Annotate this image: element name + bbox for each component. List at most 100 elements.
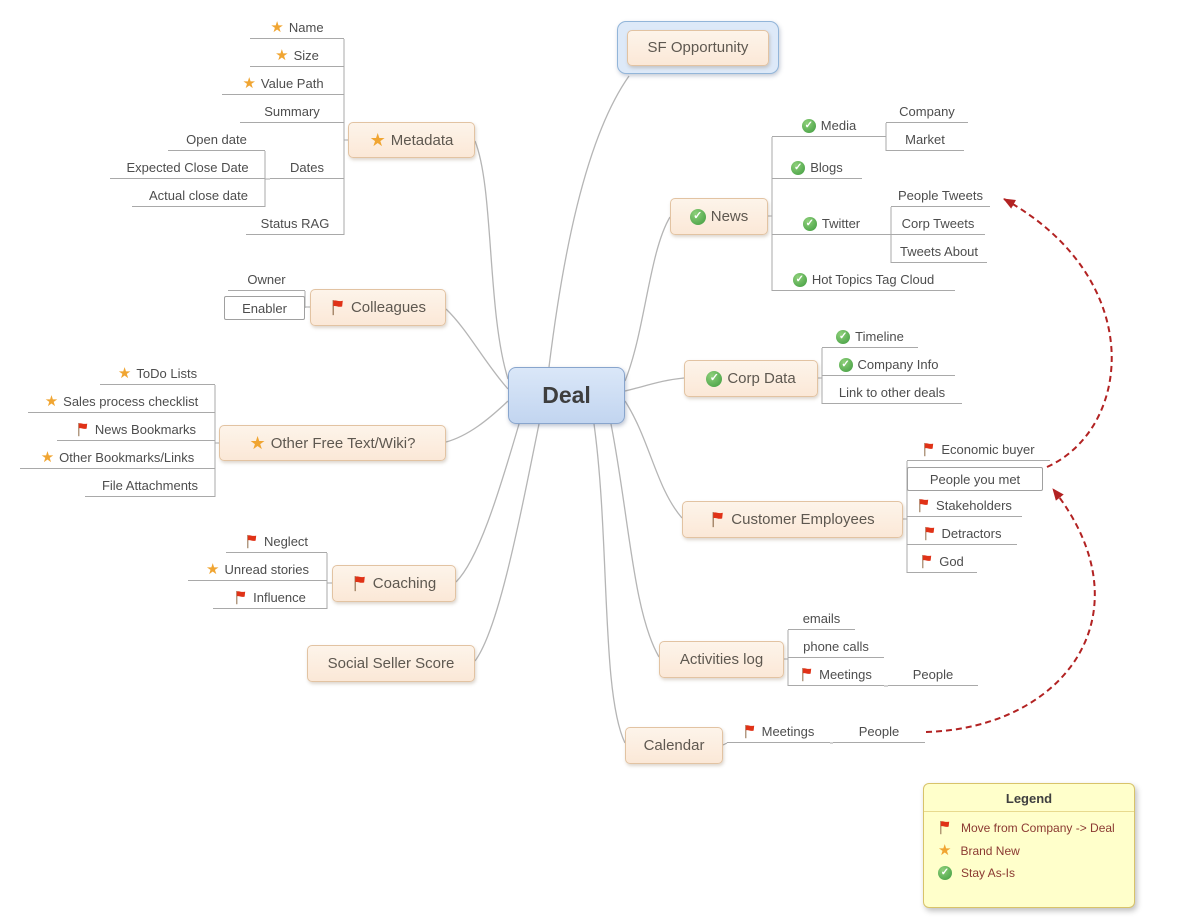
node-enabler[interactable]: Enabler xyxy=(224,296,305,320)
flag-icon xyxy=(234,590,248,605)
node-summary[interactable]: Summary xyxy=(240,101,344,123)
node-meetings-calendar[interactable]: Meetings xyxy=(727,721,830,743)
check-icon: ✓ xyxy=(802,216,817,231)
node-calendar[interactable]: Calendar xyxy=(625,727,723,764)
node-label: Other Bookmarks/Links xyxy=(59,450,195,465)
node-unread-stories[interactable]: ★ Unread stories xyxy=(188,559,327,581)
flag-icon xyxy=(330,299,346,316)
node-blogs[interactable]: ✓ Blogs xyxy=(772,157,862,179)
node-tweets-about[interactable]: Tweets About xyxy=(891,241,987,263)
legend-item: ★ Brand New xyxy=(924,835,1134,858)
node-other-free-text[interactable]: ★ Other Free Text/Wiki? xyxy=(219,425,446,461)
node-label: Corp Data xyxy=(727,370,796,387)
node-label: Colleagues xyxy=(350,299,427,316)
flag-icon xyxy=(923,526,937,541)
node-neglect[interactable]: Neglect xyxy=(226,531,327,553)
node-actual-close-date[interactable]: Actual close date xyxy=(132,185,265,207)
node-detractors[interactable]: Detractors xyxy=(907,523,1017,545)
flag-icon xyxy=(743,724,757,739)
node-stakeholders[interactable]: Stakeholders xyxy=(907,495,1022,517)
node-label: Tweets About xyxy=(899,244,979,259)
node-other-bookmarks-links[interactable]: ★ Other Bookmarks/Links xyxy=(20,447,215,469)
node-corp-tweets[interactable]: Corp Tweets xyxy=(891,213,985,235)
node-open-date[interactable]: Open date xyxy=(168,129,265,151)
node-market[interactable]: Market xyxy=(886,129,964,151)
node-expected-close-date[interactable]: Expected Close Date xyxy=(110,157,265,179)
node-label: Dates xyxy=(290,160,324,175)
node-company-info[interactable]: ✓ Company Info xyxy=(822,354,955,376)
node-label: Sales process checklist xyxy=(63,394,199,409)
node-label: News xyxy=(710,208,749,225)
star-icon: ★ xyxy=(117,365,132,382)
node-deal[interactable]: Deal xyxy=(508,367,625,424)
node-label: Company Info xyxy=(857,357,939,372)
node-link-to-other-deals[interactable]: Link to other deals xyxy=(822,382,962,404)
node-timeline[interactable]: ✓ Timeline xyxy=(822,326,918,348)
node-label: Meetings xyxy=(761,724,815,739)
node-corp-data[interactable]: ✓ Corp Data xyxy=(684,360,818,397)
node-twitter[interactable]: ✓ Twitter xyxy=(772,213,891,235)
node-label: Economic buyer xyxy=(941,442,1035,457)
node-owner[interactable]: Owner xyxy=(228,269,305,291)
node-meetings-activities[interactable]: Meetings xyxy=(788,664,884,686)
node-phone-calls[interactable]: phone calls xyxy=(788,636,884,658)
node-todo-lists[interactable]: ★ ToDo Lists xyxy=(100,363,215,385)
node-size[interactable]: ★ Size xyxy=(250,45,344,67)
node-label: Metadata xyxy=(390,131,454,149)
node-colleagues[interactable]: Colleagues xyxy=(310,289,446,326)
node-label: Unread stories xyxy=(224,562,309,577)
node-economic-buyer[interactable]: Economic buyer xyxy=(907,439,1050,461)
node-label: People xyxy=(858,724,900,739)
node-news-bookmarks[interactable]: News Bookmarks xyxy=(57,419,215,441)
node-label: Summary xyxy=(264,104,320,119)
star-icon: ★ xyxy=(44,393,59,410)
node-dates[interactable]: Dates xyxy=(270,157,344,179)
node-emails[interactable]: emails xyxy=(788,608,855,630)
node-label: Size xyxy=(293,48,319,63)
legend: Legend Move from Company -> Deal ★ Brand… xyxy=(923,783,1135,908)
node-metadata[interactable]: ★ Metadata xyxy=(348,122,475,158)
node-social-seller-score[interactable]: Social Seller Score xyxy=(307,645,475,682)
node-label: Actual close date xyxy=(148,188,248,203)
node-label: People you met xyxy=(929,471,1021,487)
node-hot-topics-tag-cloud[interactable]: ✓ Hot Topics Tag Cloud xyxy=(772,269,955,291)
node-influence[interactable]: Influence xyxy=(213,587,327,609)
node-status-rag[interactable]: Status RAG xyxy=(246,213,344,235)
node-label: Blogs xyxy=(810,160,843,175)
node-customer-employees[interactable]: Customer Employees xyxy=(682,501,903,538)
flag-icon xyxy=(76,422,90,437)
check-icon: ✓ xyxy=(836,329,851,344)
flag-icon xyxy=(920,554,934,569)
node-sales-process-checklist[interactable]: ★ Sales process checklist xyxy=(28,391,215,413)
node-god[interactable]: God xyxy=(907,551,977,573)
node-file-attachments[interactable]: File Attachments xyxy=(85,475,215,497)
check-icon: ✓ xyxy=(938,866,952,880)
node-label: Corp Tweets xyxy=(901,216,975,231)
node-sf-opportunity[interactable]: SF Opportunity xyxy=(617,21,779,74)
node-name[interactable]: ★ Name xyxy=(250,17,344,39)
node-people-you-met[interactable]: People you met xyxy=(907,467,1043,491)
node-value-path[interactable]: ★ Value Path xyxy=(222,73,344,95)
node-label: News Bookmarks xyxy=(94,422,197,437)
node-label: Stakeholders xyxy=(936,498,1012,513)
check-icon: ✓ xyxy=(838,357,853,372)
node-people-tweets[interactable]: People Tweets xyxy=(891,185,990,207)
node-label: Owner xyxy=(247,272,286,287)
node-news[interactable]: ✓ News xyxy=(670,198,768,235)
node-label: Enabler xyxy=(242,300,287,316)
node-label: People xyxy=(912,667,954,682)
star-icon: ★ xyxy=(270,19,284,36)
star-icon: ★ xyxy=(242,75,256,92)
node-coaching[interactable]: Coaching xyxy=(332,565,456,602)
node-media[interactable]: ✓ Media xyxy=(772,115,886,137)
sf-opportunity-inner-box[interactable]: SF Opportunity xyxy=(627,29,769,66)
node-label: Open date xyxy=(186,132,247,147)
node-activities-log[interactable]: Activities log xyxy=(659,641,784,678)
node-people-calendar[interactable]: People xyxy=(833,721,925,743)
node-label: Expected Close Date xyxy=(126,160,249,175)
flag-icon xyxy=(922,442,936,457)
node-people-activities[interactable]: People xyxy=(888,664,978,686)
node-company[interactable]: Company xyxy=(886,101,968,123)
node-label: File Attachments xyxy=(101,478,199,493)
